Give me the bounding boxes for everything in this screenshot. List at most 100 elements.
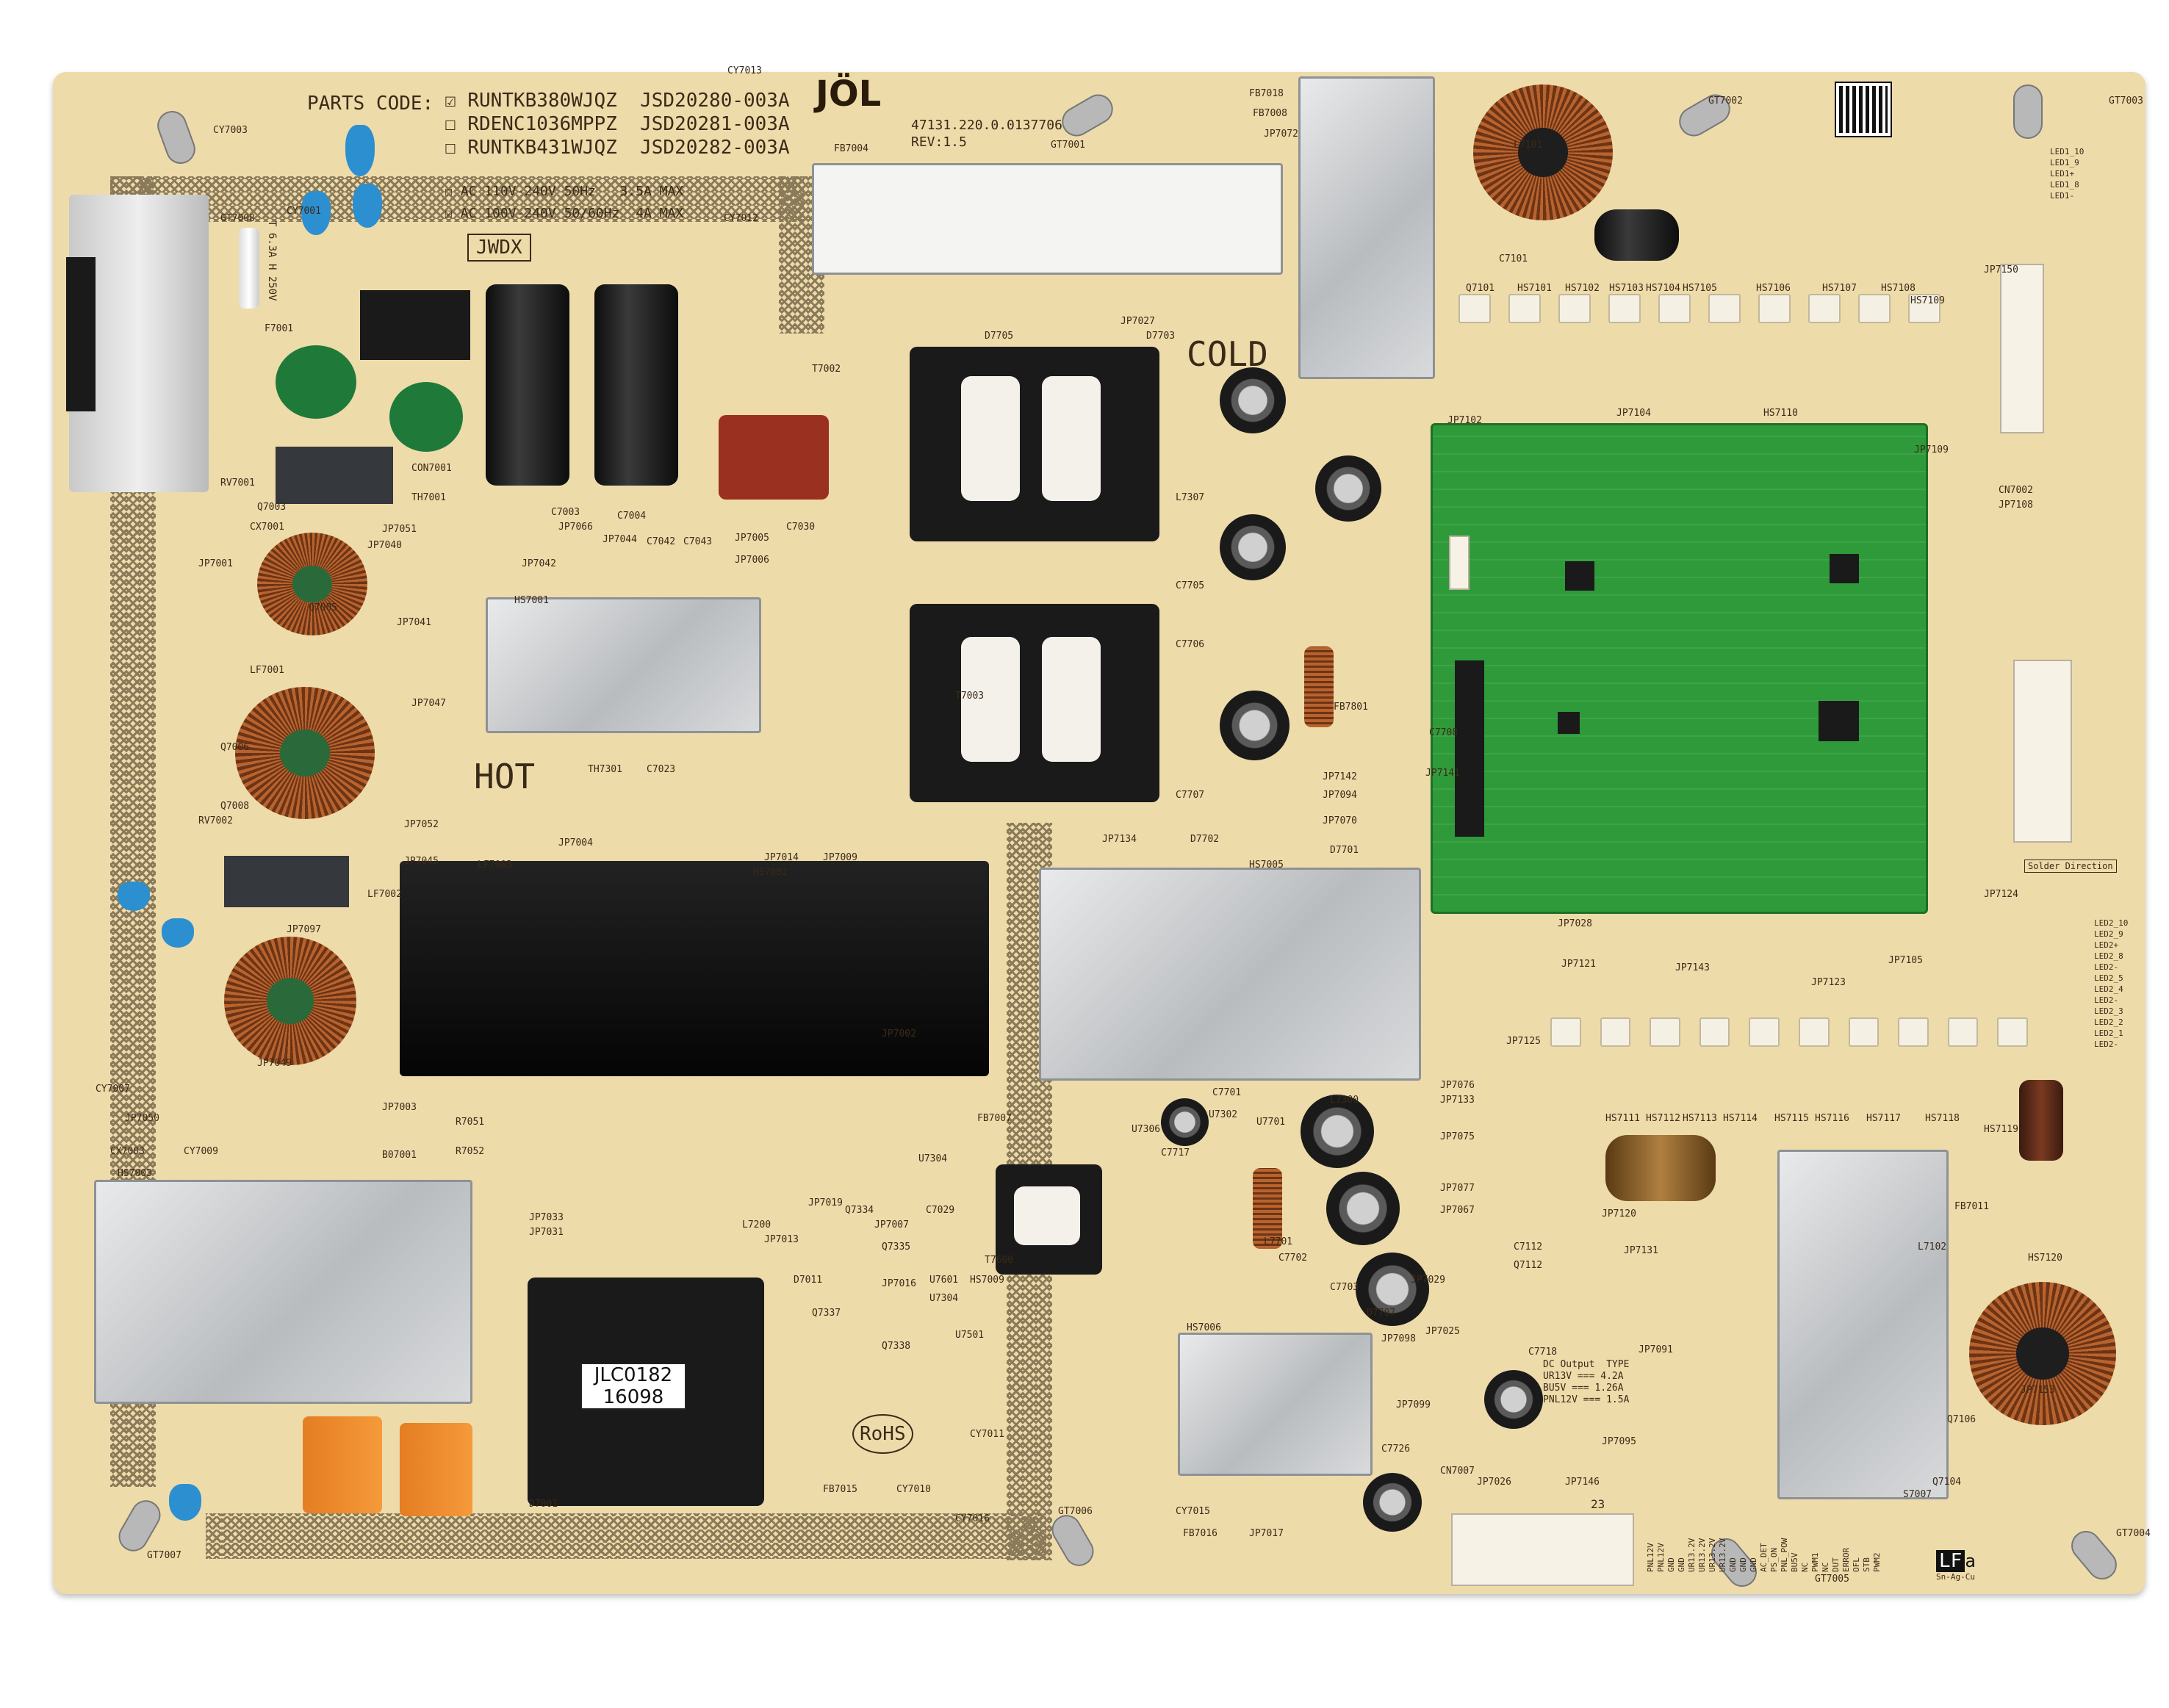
pin-label: UR13.2V	[1687, 1538, 1697, 1572]
model-code: JSD20282-003A	[640, 137, 790, 159]
refdes-label: HS7108	[1881, 283, 1916, 294]
refdes-label: CN7002	[1999, 485, 2033, 496]
pin-label: PWM1	[1810, 1552, 1820, 1573]
refdes-label: T7002	[812, 364, 841, 375]
transformer-winding	[1014, 1186, 1080, 1245]
film-capacitor	[303, 1416, 382, 1513]
refdes-label: JP7040	[367, 540, 402, 551]
transformer-winding	[961, 637, 1020, 762]
clip	[1558, 294, 1591, 323]
inductor	[1304, 646, 1334, 727]
electrolytic-capacitor	[1301, 1095, 1374, 1168]
clip	[1908, 294, 1940, 323]
refdes-label: JP7094	[1323, 790, 1357, 801]
hot-side-label: HOT	[474, 757, 536, 796]
label-line: JLC0182	[594, 1364, 673, 1386]
led-label: LED2-	[2094, 1039, 2119, 1049]
heatsink-clips-bottom	[1550, 1017, 2028, 1047]
refdes-label: C7708	[1429, 727, 1458, 738]
refdes-label: C7717	[1161, 1147, 1190, 1159]
refdes-label: HS7110	[1763, 408, 1798, 419]
refdes-label: GT7005	[1815, 1574, 1849, 1585]
pin-label: OFL	[1852, 1557, 1861, 1572]
clip	[1758, 294, 1791, 323]
main-transformer	[910, 347, 1159, 541]
clip	[1600, 1017, 1631, 1047]
thermistor	[389, 382, 463, 452]
refdes-label: JP7003	[382, 1102, 417, 1113]
refdes-label: JP7120	[1602, 1208, 1636, 1219]
y-capacitor	[301, 191, 331, 235]
refdes-label: TH7001	[411, 492, 446, 503]
refdes-label: C7023	[647, 764, 676, 775]
x-capacitor	[276, 447, 393, 504]
refdes-label: HS7113	[1683, 1113, 1717, 1124]
refdes-label: JP7105	[1888, 955, 1923, 966]
refdes-label: Q7006	[220, 742, 250, 753]
pin-header	[1455, 660, 1484, 837]
refdes-label: C7003	[551, 507, 580, 518]
clip	[1898, 1017, 1929, 1047]
clip	[1458, 294, 1491, 323]
refdes-label: JP7016	[882, 1278, 916, 1289]
refdes-label: JP7091	[1639, 1344, 1673, 1355]
electrolytic-capacitor	[1594, 209, 1679, 261]
board-revision: REV:1.5	[911, 134, 967, 150]
refdes-label: HS7005	[1249, 860, 1284, 871]
refdes-label: JP7077	[1440, 1183, 1475, 1194]
rail-name: UR13V	[1543, 1371, 1572, 1382]
pin-label: PNL12V	[1656, 1543, 1666, 1572]
rating-row: ☐ AC 110V-240V 50Hz 3.5A MAX	[445, 184, 684, 199]
refdes-label: FB7018	[1249, 88, 1284, 99]
pin-label: NC	[1800, 1562, 1810, 1572]
refdes-label: JP7006	[735, 555, 769, 566]
refdes-label: CY7009	[184, 1146, 218, 1157]
electrolytic-capacitor	[1484, 1370, 1543, 1429]
refdes-label: D7701	[1330, 845, 1359, 856]
refdes-label: CY7013	[727, 65, 762, 76]
refdes-label: C7718	[1528, 1347, 1558, 1358]
led-label: LED1-	[2050, 191, 2075, 201]
dc-output-row: UR13V === 4.2A	[1543, 1371, 1624, 1382]
electrolytic-capacitor	[1220, 691, 1289, 760]
refdes-label: JP7028	[1558, 918, 1592, 929]
refdes-label: FB7015	[823, 1484, 857, 1495]
refdes-label: Q7101	[1466, 283, 1495, 294]
refdes-label: JP7070	[1323, 815, 1357, 826]
pin-label: GND	[1749, 1557, 1758, 1572]
refdes-label: JP7041	[397, 617, 431, 628]
refdes-label: JP7002	[882, 1028, 916, 1039]
electrolytic-capacitor	[1326, 1172, 1400, 1245]
refdes-label: U7304	[929, 1293, 959, 1304]
refdes-label: LF7003	[478, 860, 512, 871]
refdes-label: JP7019	[808, 1197, 843, 1208]
refdes-label: JP7013	[764, 1234, 799, 1245]
electrolytic-capacitor	[1363, 1473, 1422, 1532]
refdes-label: JP7124	[1984, 889, 2018, 900]
dc-output-title: DC Output	[1543, 1359, 1595, 1370]
refdes-label: Q7334	[845, 1205, 874, 1216]
heatsink-hot-side	[486, 597, 761, 733]
refdes-label: CY7007	[96, 1084, 130, 1095]
refdes-label: JP7134	[1102, 834, 1137, 845]
refdes-label: JP7066	[558, 522, 593, 533]
parts-code-list: ☑ RUNTKB380WJQZ JSD20280-003A ☐ RDENC103…	[445, 90, 790, 160]
led-connector-cn7008	[2000, 264, 2044, 433]
refdes-label: C7042	[647, 536, 676, 547]
pin-count: 23	[1591, 1497, 1605, 1511]
refdes-label: HS7117	[1866, 1113, 1901, 1124]
rating-text: AC 100V-240V 50/60Hz	[460, 206, 620, 221]
varistor	[276, 345, 356, 419]
rating-text: AC 110V-240V 50Hz	[460, 184, 596, 199]
refdes-label: JP7121	[1561, 959, 1596, 970]
refdes-label: Q7106	[1947, 1414, 1976, 1425]
refdes-label: C7030	[786, 522, 816, 533]
ic-chip	[1830, 554, 1859, 583]
input-ratings: ☐ AC 110V-240V 50Hz 3.5A MAX ☑ AC 100V-2…	[445, 184, 683, 228]
refdes-label: GT7006	[1058, 1506, 1093, 1517]
refdes-label: JP7029	[1411, 1275, 1445, 1286]
refdes-label: C7029	[926, 1205, 955, 1216]
rail-current: 1.5A	[1606, 1394, 1630, 1405]
film-capacitor	[719, 415, 829, 500]
refdes-label: JP7001	[198, 558, 233, 569]
